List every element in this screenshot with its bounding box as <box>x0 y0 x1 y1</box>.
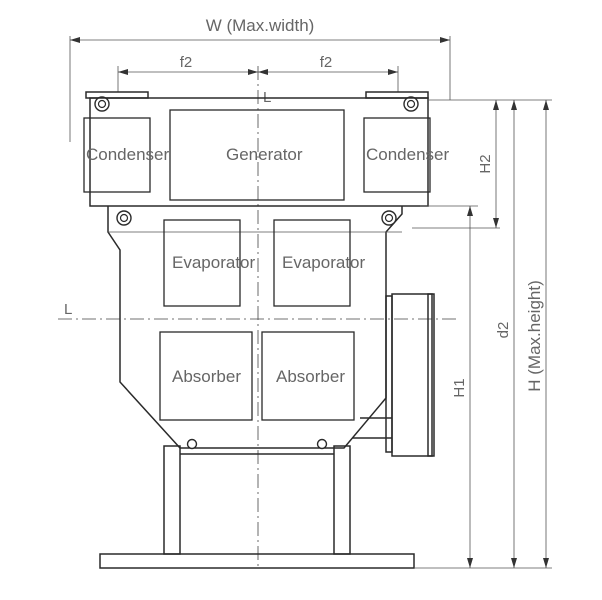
evaporator-right-box <box>273 219 351 307</box>
lower-bolt-left <box>186 438 198 450</box>
absorber-right-box <box>261 331 355 421</box>
h1-dimension: H1 <box>451 206 473 568</box>
condenser-left-box <box>83 117 151 193</box>
condenser-right-box <box>363 117 431 193</box>
side-nozzle <box>352 293 435 457</box>
left-centerline-marker: L <box>64 301 72 318</box>
absorber-right-label: Absorber <box>276 367 345 386</box>
height-dimension: H (Max.height) <box>525 100 549 568</box>
evaporator-left-label: Evaporator <box>172 253 255 272</box>
h1-label: H1 <box>451 378 468 397</box>
h2-dimension: H2 <box>477 100 499 228</box>
f2-right-label: f2 <box>320 54 333 71</box>
base-plate <box>99 553 415 569</box>
support-legs <box>163 445 351 555</box>
lower-bolt-right <box>316 438 328 450</box>
d2-dimension: d2 <box>495 100 517 568</box>
absorber-left-label: Absorber <box>172 367 241 386</box>
condenser-right-label: Condenser <box>366 145 450 164</box>
generator-box <box>169 109 345 201</box>
width-dimension-label: W (Max.width) <box>206 16 315 35</box>
main-shell <box>107 206 403 449</box>
width-dimension: W (Max.width) <box>69 16 451 142</box>
condenser-left-label: Condenser <box>86 145 170 164</box>
d2-label: d2 <box>495 322 512 339</box>
height-dimension-label: H (Max.height) <box>525 280 544 391</box>
evaporator-right-label: Evaporator <box>282 253 365 272</box>
upper-shell <box>89 97 429 207</box>
evaporator-left-box <box>163 219 241 307</box>
top-flange-right <box>365 91 429 112</box>
h2-label: H2 <box>477 154 494 173</box>
top-flange-left <box>85 91 149 112</box>
generator-label: Generator <box>226 145 303 164</box>
absorber-left-box <box>159 331 253 421</box>
f2-left-label: f2 <box>180 54 193 71</box>
